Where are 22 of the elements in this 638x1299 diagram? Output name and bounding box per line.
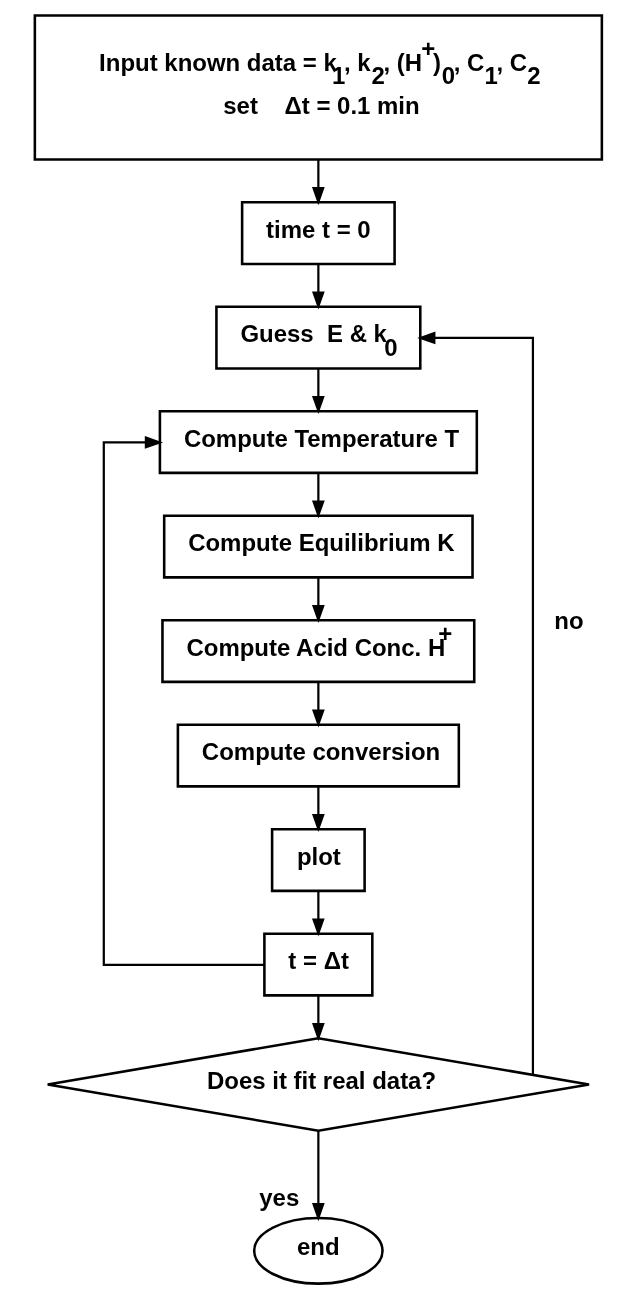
arrow (312, 786, 325, 833)
node-ellipse: end (252, 1216, 384, 1285)
arrow (312, 577, 325, 624)
arrow (312, 159, 325, 206)
arrow (312, 891, 325, 937)
arrow (417, 331, 535, 1075)
arrow (312, 1130, 325, 1222)
arrow (312, 995, 325, 1042)
node-box: t = Δt (263, 932, 374, 997)
node-box: time t = 0 (240, 200, 396, 266)
arrow (312, 473, 325, 519)
node-diamond: Does it fit real data? (46, 1036, 591, 1132)
arrow (312, 682, 325, 728)
node-box: Compute Temperature T (158, 409, 479, 475)
edge-label: yes (259, 1184, 300, 1212)
edge-label: no (554, 606, 584, 634)
node-box: Compute conversion (176, 723, 461, 788)
node-box: plot (270, 827, 366, 893)
arrow (312, 264, 325, 310)
node-box: Compute Equilibrium K (162, 514, 474, 579)
arrow (102, 436, 265, 966)
arrow (312, 368, 325, 415)
